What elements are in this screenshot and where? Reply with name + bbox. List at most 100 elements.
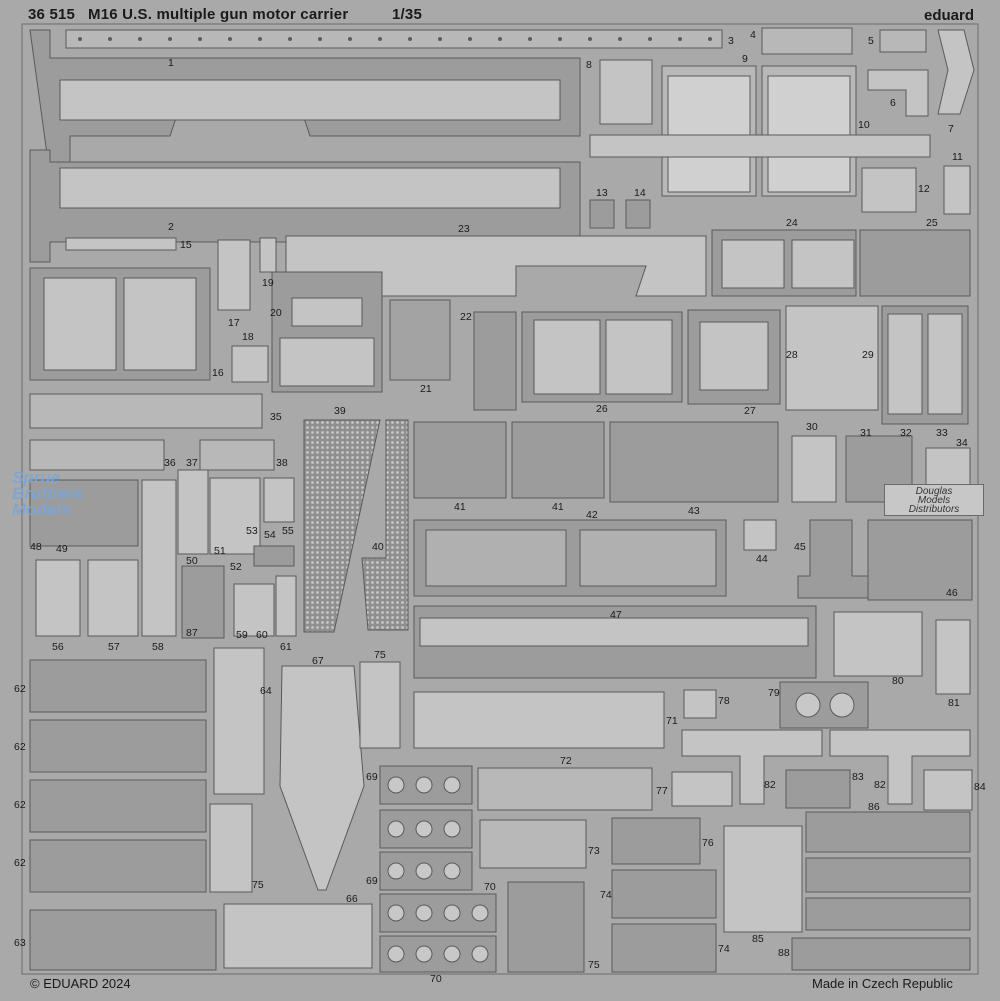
part-63 xyxy=(29,909,217,971)
watermark-sprue-brothers: Sprue Brothers Models xyxy=(12,468,83,519)
part-61 xyxy=(275,575,297,637)
part-39 xyxy=(303,419,381,633)
part-19 xyxy=(259,237,277,273)
part-82b xyxy=(829,729,971,805)
part-number: 62 xyxy=(14,857,26,869)
part-number: 35 xyxy=(270,411,282,423)
scale: 1/35 xyxy=(392,6,422,23)
product-title: M16 U.S. multiple gun motor carrier xyxy=(88,6,349,23)
part-84 xyxy=(923,769,973,811)
part-number: 20 xyxy=(270,307,282,319)
part-number: 36 xyxy=(164,457,176,469)
part-77 xyxy=(671,771,733,807)
part-number: 47 xyxy=(610,609,622,621)
part-62b xyxy=(29,719,207,773)
part-number: 12 xyxy=(918,183,930,195)
part-number: 61 xyxy=(280,641,292,653)
part-58 xyxy=(141,479,177,637)
part-number: 31 xyxy=(860,427,872,439)
part-15 xyxy=(65,237,177,251)
part-number: 17 xyxy=(228,317,240,329)
part-50 xyxy=(177,469,209,555)
part-number: 30 xyxy=(806,421,818,433)
part-number: 16 xyxy=(212,367,224,379)
product-code: 36 515 xyxy=(28,6,76,23)
part-number: 74 xyxy=(600,889,612,901)
part-number: 81 xyxy=(948,697,960,709)
part-number: 5 xyxy=(868,35,874,47)
part-number: 1 xyxy=(168,57,174,69)
part-number: 55 xyxy=(282,525,294,537)
part-80 xyxy=(833,611,923,677)
part-number: 29 xyxy=(862,349,874,361)
part-number: 88 xyxy=(778,947,790,959)
part-75c xyxy=(507,881,585,973)
part-number: 19 xyxy=(262,277,274,289)
part-48-49 xyxy=(29,479,139,547)
part-number: 14 xyxy=(634,187,646,199)
part-6 xyxy=(867,69,929,117)
part-number: 45 xyxy=(794,541,806,553)
part-86b xyxy=(805,857,971,893)
part-36 xyxy=(29,439,165,471)
part-number: 38 xyxy=(276,457,288,469)
part-79 xyxy=(779,681,869,729)
part-28-29 xyxy=(785,305,879,411)
part-35 xyxy=(29,393,263,429)
part-87 xyxy=(181,565,225,639)
part-number: 80 xyxy=(892,675,904,687)
part-number: 69 xyxy=(366,875,378,887)
part-11 xyxy=(943,165,971,215)
part-18 xyxy=(231,345,269,383)
part-83 xyxy=(785,769,851,809)
part-41b xyxy=(511,421,605,499)
part-25 xyxy=(859,229,971,297)
watermark-douglas-models: Douglas Models Distributors xyxy=(884,484,984,516)
part-46 xyxy=(867,519,973,601)
part-86c xyxy=(805,897,971,931)
part-number: 84 xyxy=(974,781,986,793)
part-12 xyxy=(861,167,917,213)
part-number: 22 xyxy=(460,311,472,323)
part-number: 76 xyxy=(702,837,714,849)
part-74a xyxy=(611,869,717,919)
part-number: 62 xyxy=(14,799,26,811)
part-number: 32 xyxy=(900,427,912,439)
part-86 xyxy=(805,811,971,853)
part-number: 2 xyxy=(168,221,174,233)
part-number: 18 xyxy=(242,331,254,343)
part-number: 3 xyxy=(728,35,734,47)
part-number: 37 xyxy=(186,457,198,469)
part-41a xyxy=(413,421,507,499)
part-7 xyxy=(937,29,975,115)
part-51-53 xyxy=(209,477,261,555)
part-78 xyxy=(683,689,717,719)
part-number: 62 xyxy=(14,683,26,695)
part-number: 46 xyxy=(946,587,958,599)
part-number: 9 xyxy=(742,53,748,65)
part-54 xyxy=(253,545,295,567)
part-number: 74 xyxy=(718,943,730,955)
part-37-38 xyxy=(199,439,275,471)
part-number: 60 xyxy=(256,629,268,641)
part-number: 44 xyxy=(756,553,768,565)
part-8 xyxy=(599,59,653,125)
part-number: 42 xyxy=(586,509,598,521)
part-number: 28 xyxy=(786,349,798,361)
part-45 xyxy=(797,519,879,599)
part-21 xyxy=(389,299,451,381)
part-number: 78 xyxy=(718,695,730,707)
part-number: 75 xyxy=(252,879,264,891)
part-43 xyxy=(609,421,779,503)
part-number: 70 xyxy=(484,881,496,893)
part-number: 85 xyxy=(752,933,764,945)
part-number: 63 xyxy=(14,937,26,949)
part-13 xyxy=(589,199,615,229)
part-75a xyxy=(359,661,401,749)
part-number: 50 xyxy=(186,555,198,567)
part-number: 40 xyxy=(372,541,384,553)
part-88 xyxy=(791,937,971,971)
part-number: 23 xyxy=(458,223,470,235)
part-64 xyxy=(213,647,265,795)
